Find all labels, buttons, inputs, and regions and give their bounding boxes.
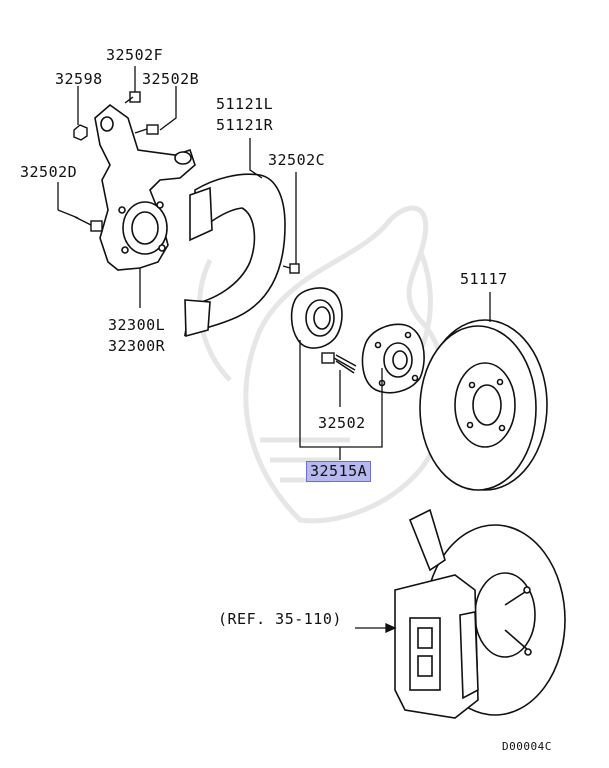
part-label-32300L[interactable]: 32300L bbox=[108, 316, 166, 334]
brake-rotor bbox=[419, 319, 548, 491]
part-label-51121R[interactable]: 51121R bbox=[216, 116, 274, 134]
hub-bearing bbox=[290, 287, 343, 349]
part-label-32502F[interactable]: 32502F bbox=[106, 46, 164, 64]
part-label-51117[interactable]: 51117 bbox=[460, 270, 508, 288]
part-label-32502D[interactable]: 32502D bbox=[20, 163, 78, 181]
hub-flange bbox=[361, 323, 425, 394]
steering-knuckle bbox=[94, 103, 196, 271]
bolt-32502F bbox=[124, 91, 141, 104]
reference-label[interactable]: (REF. 35-110) bbox=[218, 610, 342, 628]
part-label-32515A-highlighted[interactable]: 32515A bbox=[306, 461, 372, 482]
part-label-32300R[interactable]: 32300R bbox=[108, 337, 166, 355]
part-label-32598[interactable]: 32598 bbox=[55, 70, 103, 88]
nut-32598 bbox=[73, 124, 88, 141]
bolt-32502C bbox=[282, 263, 300, 274]
diagram-code: D00004C bbox=[502, 740, 552, 753]
leader-lines bbox=[57, 66, 491, 634]
dust-shield bbox=[183, 173, 286, 338]
part-label-32502C[interactable]: 32502C bbox=[268, 151, 326, 169]
bolt-32502B bbox=[134, 124, 159, 135]
wheel-stud bbox=[321, 352, 357, 374]
part-label-51121L[interactable]: 51121L bbox=[216, 95, 274, 113]
bolt-32502D bbox=[74, 216, 103, 232]
part-label-32502B[interactable]: 32502B bbox=[142, 70, 200, 88]
brake-caliper-assembly bbox=[394, 508, 566, 719]
part-label-32502[interactable]: 32502 bbox=[318, 414, 366, 432]
